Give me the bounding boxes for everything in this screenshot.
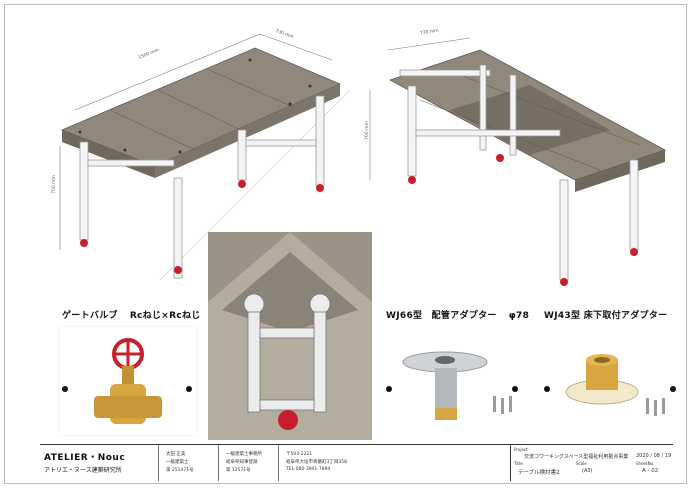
- next-arrow-icon-3[interactable]: [670, 386, 676, 392]
- architect-license: 一級建築士: [166, 460, 189, 465]
- architect-name: 太田 正美: [166, 452, 186, 457]
- scale-value: (A3): [582, 468, 593, 474]
- item-1-name: ゲートバルブ: [62, 311, 118, 321]
- item-2-spec: φ78: [508, 311, 530, 321]
- table-perspective-front: [59, 33, 351, 280]
- title-label: Title: [514, 461, 523, 466]
- next-arrow-icon-2[interactable]: [512, 386, 518, 392]
- next-arrow-icon[interactable]: [186, 386, 192, 392]
- company-en: ATELIER・Nouc: [44, 453, 126, 463]
- item-1-title: ゲートバルブ Rcねじ×Rcねじ: [62, 308, 201, 321]
- gate-valve-image: [58, 326, 198, 436]
- project-name: 交流コワーキングスペース型福祉利用拠点事業: [524, 454, 629, 460]
- prev-arrow-icon-3[interactable]: [544, 386, 550, 392]
- office-cell: [218, 445, 269, 481]
- wj66-adapter-image: [402, 351, 512, 420]
- sheet-number: A - 02: [642, 468, 659, 474]
- architect-cell: [158, 445, 209, 481]
- address-postal: 〒503-2221: [286, 452, 313, 457]
- corner-detail-image: [208, 232, 372, 440]
- table-perspective-underside: [369, 37, 667, 286]
- item-2-title: WJ66型 配管アダプター φ78: [386, 308, 529, 321]
- dim-height-right: 700 mm: [364, 121, 370, 140]
- item-3-title: WJ43型 床下取付アダプター: [544, 308, 667, 321]
- office-name: 一級建築士事務所: [226, 452, 262, 457]
- title-block: ATELIER・Nouc アトリエ・ヌース建築研究所 太田 正美 一級建築士 第…: [40, 444, 673, 481]
- address-tel: TEL:080-3941-7894: [286, 467, 331, 472]
- drawing-sheet: [4, 4, 687, 484]
- item-2-name: WJ66型 配管アダプター: [386, 311, 497, 321]
- item-3-name: WJ43型 床下取付アダプター: [544, 311, 668, 321]
- address-line: 岐阜県大垣市青墓町3丁目358: [286, 460, 347, 465]
- address-cell: [278, 445, 359, 481]
- sheet-label: SheetNo.: [636, 461, 655, 466]
- prev-arrow-icon[interactable]: [62, 386, 68, 392]
- dim-height-left: 700 mm: [51, 175, 57, 194]
- drawing-title: テーブル検討書2: [518, 470, 560, 476]
- project-label: Project: [514, 447, 528, 452]
- office-registration: 岐阜県知事登録: [226, 460, 258, 465]
- date: 2020 / 08 / 19: [636, 453, 672, 459]
- office-number: 第 12571号: [226, 468, 251, 473]
- prev-arrow-icon-2[interactable]: [386, 386, 392, 392]
- item-1-spec: Rcねじ×Rcねじ: [129, 311, 201, 321]
- wj43-adapter-image: [565, 354, 665, 416]
- company-ja: アトリエ・ヌース建築研究所: [44, 467, 122, 474]
- project-cell: [510, 445, 671, 481]
- scale-label: Scale: [576, 461, 587, 466]
- architect-number: 第 251471号: [166, 468, 194, 473]
